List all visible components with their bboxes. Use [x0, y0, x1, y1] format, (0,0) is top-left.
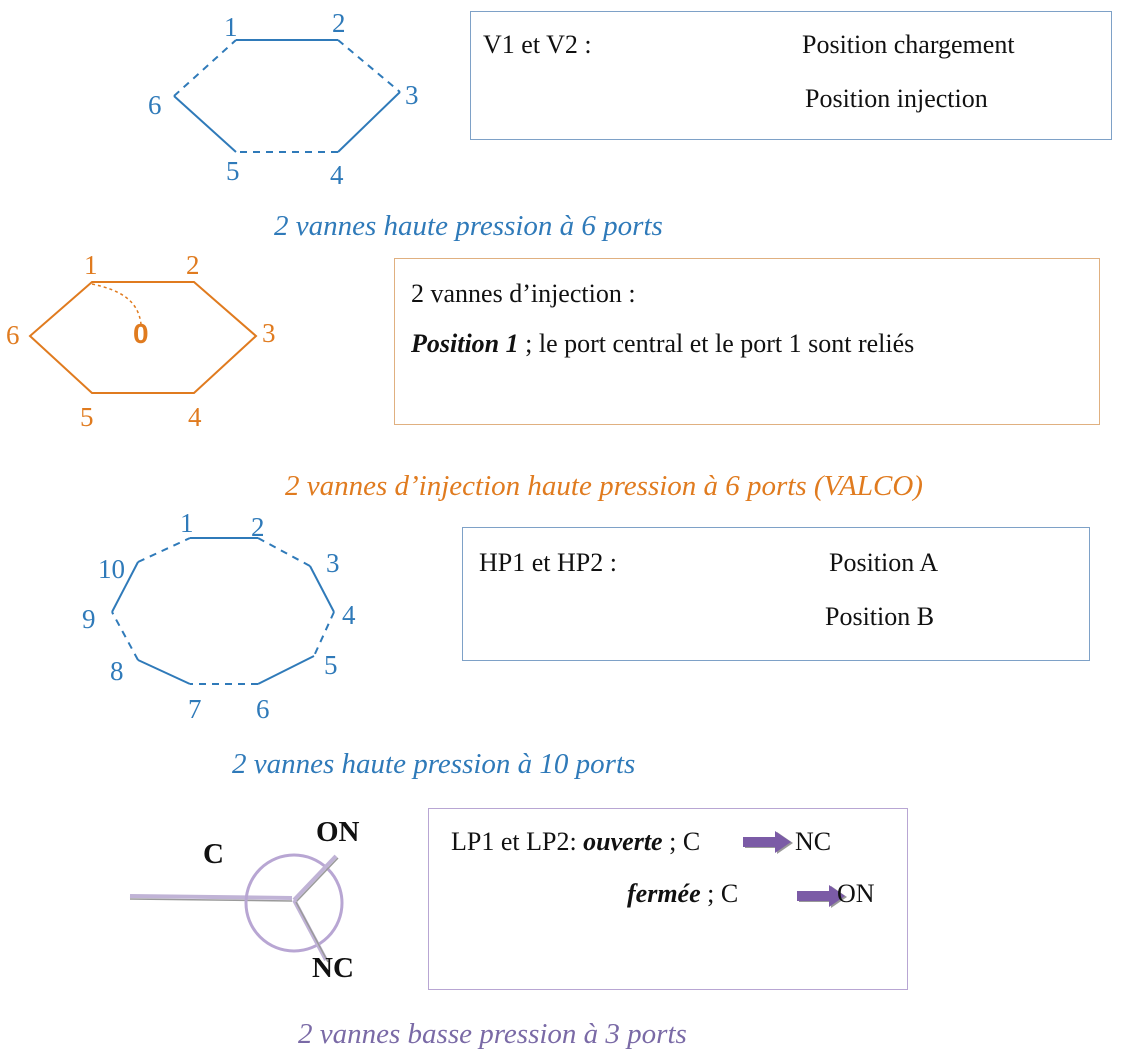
- legend-dashed-label: Position chargement: [802, 30, 1015, 59]
- port-label-7: 7: [188, 694, 202, 724]
- port-label-1: 1: [180, 508, 194, 538]
- open-label: ouverte: [583, 827, 663, 856]
- closed-from: ; C: [700, 879, 739, 908]
- legend-dashed-label: Position A: [829, 548, 939, 577]
- edge-6-1: [173, 39, 237, 97]
- position-desc: ; le port central et le port 1 sont reli…: [518, 329, 915, 358]
- arrow-right-icon: [797, 885, 847, 908]
- port-label-2: 2: [251, 512, 265, 542]
- hex-valve-injection: [28, 281, 258, 394]
- legend-box-lp1-lp2: LP1 et LP2: ouverte ; C NC fermée ; C ON: [428, 808, 908, 990]
- edge-10-1: [137, 537, 191, 563]
- port-label-8: 8: [110, 656, 124, 686]
- legend-box-v1-v2: V1 et V2 : Position chargement Position …: [470, 11, 1112, 140]
- open-from: ; C: [662, 827, 701, 856]
- port-label-5: 5: [226, 156, 240, 186]
- legend-line2: Position 1 ; le port central et le port …: [411, 331, 914, 357]
- caption-6port-injection: 2 vannes d’injection haute pression à 6 …: [285, 470, 923, 502]
- legend-box-hp1-hp2: HP1 et HP2 : Position A Position B: [462, 527, 1090, 661]
- port-label-3: 3: [405, 80, 419, 110]
- port-label-4: 4: [342, 600, 356, 630]
- legend-line1: 2 vannes d’injection :: [411, 279, 636, 308]
- port-label-5: 5: [324, 650, 338, 680]
- port-label-6: 6: [256, 694, 270, 724]
- port-label-1: 1: [224, 12, 238, 42]
- arrow-right-icon: [743, 831, 793, 854]
- caption-6port-hp: 2 vannes haute pression à 6 ports: [274, 210, 663, 242]
- edge-3-4: [337, 91, 401, 153]
- closed-label: fermée: [627, 879, 701, 908]
- pipe-c: [129, 894, 293, 900]
- edge-5-6: [173, 95, 237, 153]
- edge-4-5: [313, 611, 335, 657]
- edge-7-8: [137, 659, 191, 685]
- port-label-10: 10: [98, 554, 125, 584]
- legend-box-injection: 2 vannes d’injection : Position 1 ; le p…: [394, 258, 1100, 425]
- legend-solid-label: Position injection: [805, 84, 988, 113]
- decagon-valve-10port: [111, 537, 335, 685]
- edge-8-9: [111, 611, 139, 661]
- port-label-4: 4: [188, 402, 202, 432]
- pipe-nc: [292, 899, 328, 961]
- pipe-on: [292, 854, 338, 902]
- closed-to: ON: [837, 879, 875, 908]
- legend-open-row: LP1 et LP2: ouverte ; C: [451, 829, 700, 855]
- port-label-2: 2: [332, 8, 346, 38]
- three-port-valve: [129, 853, 344, 963]
- caption-10port-hp: 2 vannes haute pression à 10 ports: [232, 748, 636, 780]
- open-to: NC: [795, 827, 832, 856]
- port-label-5: 5: [80, 402, 94, 432]
- port-label-6: 6: [148, 90, 162, 120]
- legend-closed-row: fermée ; C: [627, 881, 738, 907]
- legend-title: HP1 et HP2 :: [479, 548, 617, 577]
- port-label-1: 1: [84, 250, 98, 280]
- legend-title: V1 et V2 :: [483, 30, 592, 59]
- port-label-4: 4: [330, 160, 344, 190]
- central-port-label: 0: [133, 318, 149, 349]
- legend-title: LP1 et LP2:: [451, 827, 584, 856]
- valve-body-circle: [244, 853, 344, 953]
- edge-9-10: [111, 561, 139, 613]
- edge-5-6: [257, 655, 315, 685]
- port-label-6: 6: [6, 320, 20, 350]
- port-label-c: C: [203, 838, 224, 870]
- link-center-to-port1: [91, 283, 142, 325]
- hex-valve-6port: [173, 39, 401, 153]
- port-label-3: 3: [262, 318, 276, 348]
- legend-solid-label: Position B: [825, 602, 935, 631]
- edge-2-3: [257, 537, 311, 567]
- port-label-9: 9: [82, 604, 96, 634]
- edge-3-4: [309, 565, 335, 613]
- position-label: Position 1: [411, 329, 519, 358]
- port-label-2: 2: [186, 250, 200, 280]
- caption-3port-lp: 2 vannes basse pression à 3 ports: [298, 1018, 687, 1050]
- port-label-nc: NC: [312, 952, 354, 984]
- port-label-3: 3: [326, 548, 340, 578]
- edge-2-3: [337, 39, 401, 93]
- port-label-on: ON: [316, 816, 360, 848]
